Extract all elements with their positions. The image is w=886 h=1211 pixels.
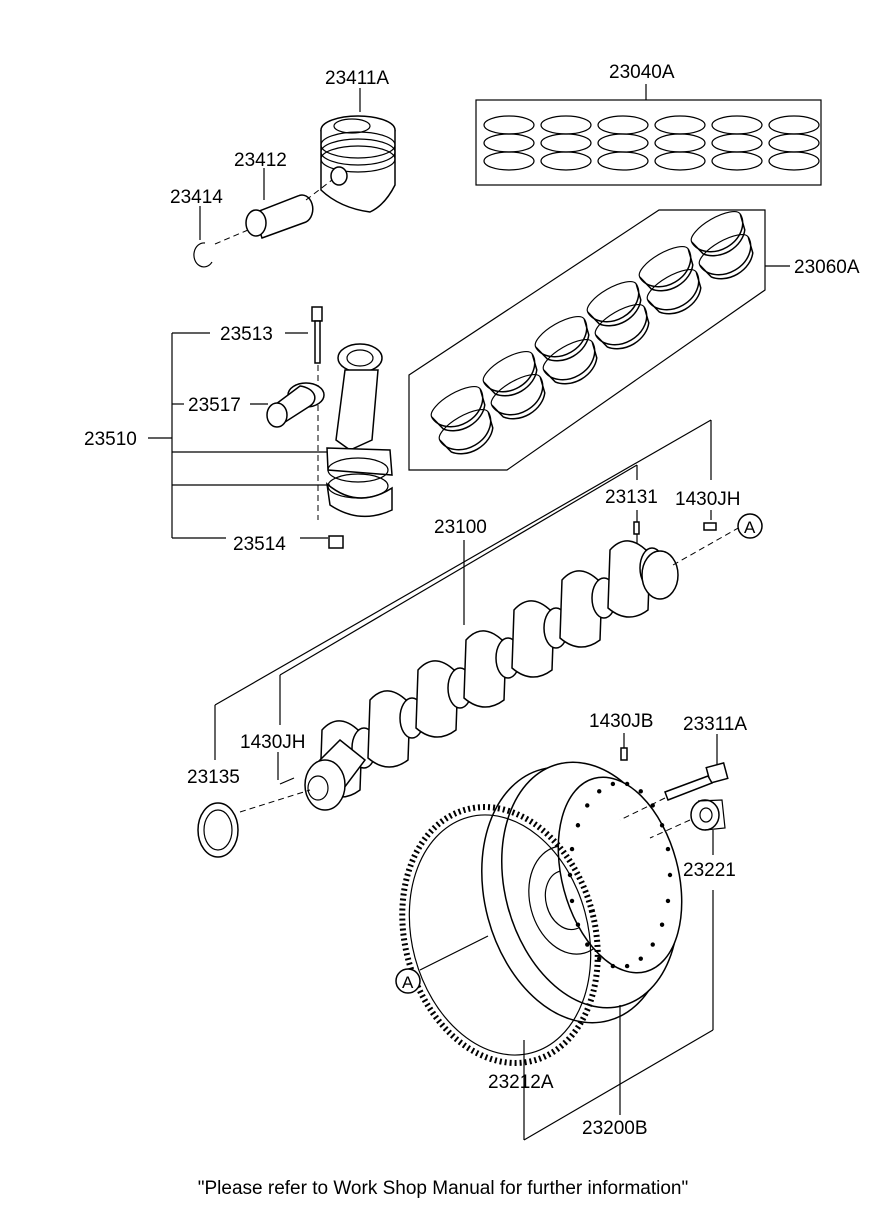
rim-hole bbox=[575, 823, 581, 828]
bearing-shell bbox=[430, 386, 486, 432]
piston-ring bbox=[597, 151, 649, 171]
piston-ring bbox=[654, 133, 706, 153]
rim-hole bbox=[585, 803, 590, 808]
rim-hole bbox=[659, 823, 665, 828]
connecting-rod-group bbox=[148, 306, 393, 549]
piston-ring bbox=[768, 151, 820, 171]
piston-ring bbox=[768, 115, 820, 135]
rim-hole bbox=[638, 789, 643, 794]
crank-throw bbox=[367, 690, 425, 768]
crank-throw bbox=[511, 600, 569, 678]
flywheel-bolt bbox=[619, 734, 729, 821]
bearing-shell bbox=[698, 234, 754, 280]
rim-hole bbox=[638, 956, 643, 961]
ring-gear bbox=[399, 804, 601, 1066]
label-23131: 23131 bbox=[605, 487, 658, 508]
piston-ring bbox=[540, 115, 592, 135]
piston-ring-set bbox=[475, 84, 822, 186]
rim-hole bbox=[597, 789, 602, 794]
bearing-shell bbox=[482, 351, 538, 397]
rim-hole bbox=[624, 781, 630, 787]
rim-hole bbox=[650, 942, 655, 947]
piston-ring bbox=[597, 115, 649, 135]
bearing-shell bbox=[690, 211, 746, 257]
reference-marker-a-top: A bbox=[737, 513, 763, 539]
dowel-pin bbox=[620, 733, 628, 761]
rim-hole bbox=[575, 922, 581, 927]
label-23311A: 23311A bbox=[683, 714, 747, 735]
label-23411A: 23411A bbox=[325, 68, 389, 89]
label-1430JH-front: 1430JH bbox=[675, 489, 741, 510]
label-23100: 23100 bbox=[434, 517, 487, 538]
snap-ring bbox=[193, 206, 249, 268]
label-1430JH-rear: 1430JH bbox=[240, 732, 306, 753]
piston-ring bbox=[711, 151, 763, 171]
bearing-shell bbox=[646, 269, 702, 315]
rim-hole bbox=[659, 922, 665, 927]
label-23200B: 23200B bbox=[582, 1118, 648, 1139]
piston-pin bbox=[245, 168, 333, 239]
piston-ring bbox=[654, 151, 706, 171]
svg-text:A: A bbox=[744, 518, 756, 537]
crank-throw bbox=[559, 570, 617, 648]
piston-ring bbox=[483, 133, 535, 153]
svg-text:A: A bbox=[402, 973, 414, 992]
bearing-shell bbox=[586, 281, 642, 327]
label-23212A: 23212A bbox=[488, 1072, 554, 1093]
footer-note: "Please refer to Work Shop Manual for fu… bbox=[197, 1178, 689, 1199]
piston-ring bbox=[711, 133, 763, 153]
bearing-shell bbox=[594, 304, 650, 350]
rim-hole bbox=[610, 963, 616, 969]
label-23514: 23514 bbox=[233, 534, 286, 555]
bearing-shell bbox=[438, 409, 494, 455]
rim-hole bbox=[569, 898, 575, 904]
label-1430JB: 1430JB bbox=[589, 711, 653, 732]
rim-hole bbox=[597, 956, 602, 961]
reference-marker-a-bottom: A bbox=[395, 968, 421, 994]
main-bearing-set bbox=[408, 209, 790, 471]
label-23517: 23517 bbox=[188, 395, 241, 416]
label-23510: 23510 bbox=[84, 429, 137, 450]
rim-hole bbox=[610, 781, 616, 787]
label-23513: 23513 bbox=[220, 324, 273, 345]
piston-ring bbox=[483, 151, 535, 171]
crankshaft bbox=[239, 510, 741, 813]
rim-hole bbox=[667, 872, 673, 878]
rim-hole bbox=[569, 846, 575, 852]
rim-hole bbox=[624, 963, 630, 969]
piston-ring bbox=[711, 115, 763, 135]
piston-ring bbox=[540, 133, 592, 153]
piston bbox=[320, 88, 396, 213]
label-23221: 23221 bbox=[683, 860, 736, 881]
rear-oil-seal bbox=[197, 802, 239, 858]
label-23040A: 23040A bbox=[609, 62, 675, 83]
flywheel bbox=[481, 761, 714, 1141]
bearing-shell bbox=[542, 339, 598, 385]
crank-throw bbox=[463, 630, 521, 708]
piston-ring bbox=[768, 133, 820, 153]
label-23412: 23412 bbox=[234, 150, 287, 171]
bearing-shell bbox=[638, 246, 694, 292]
crank-throw bbox=[415, 660, 473, 738]
bearing-shell bbox=[490, 374, 546, 420]
piston-ring bbox=[654, 115, 706, 135]
rim-hole bbox=[585, 942, 590, 947]
bearing-shell bbox=[534, 316, 590, 362]
leader-frame bbox=[214, 419, 712, 780]
piston-ring bbox=[483, 115, 535, 135]
label-23414: 23414 bbox=[170, 187, 223, 208]
label-23135: 23135 bbox=[187, 767, 240, 788]
part-labels: 23411A 23412 23414 23040A 23060A 23513 2… bbox=[84, 62, 860, 1139]
pilot-bearing bbox=[649, 799, 726, 855]
label-23060A: 23060A bbox=[794, 257, 860, 278]
rim-hole bbox=[665, 898, 671, 904]
piston-ring bbox=[597, 133, 649, 153]
rim-hole bbox=[665, 846, 671, 852]
piston-ring bbox=[540, 151, 592, 171]
